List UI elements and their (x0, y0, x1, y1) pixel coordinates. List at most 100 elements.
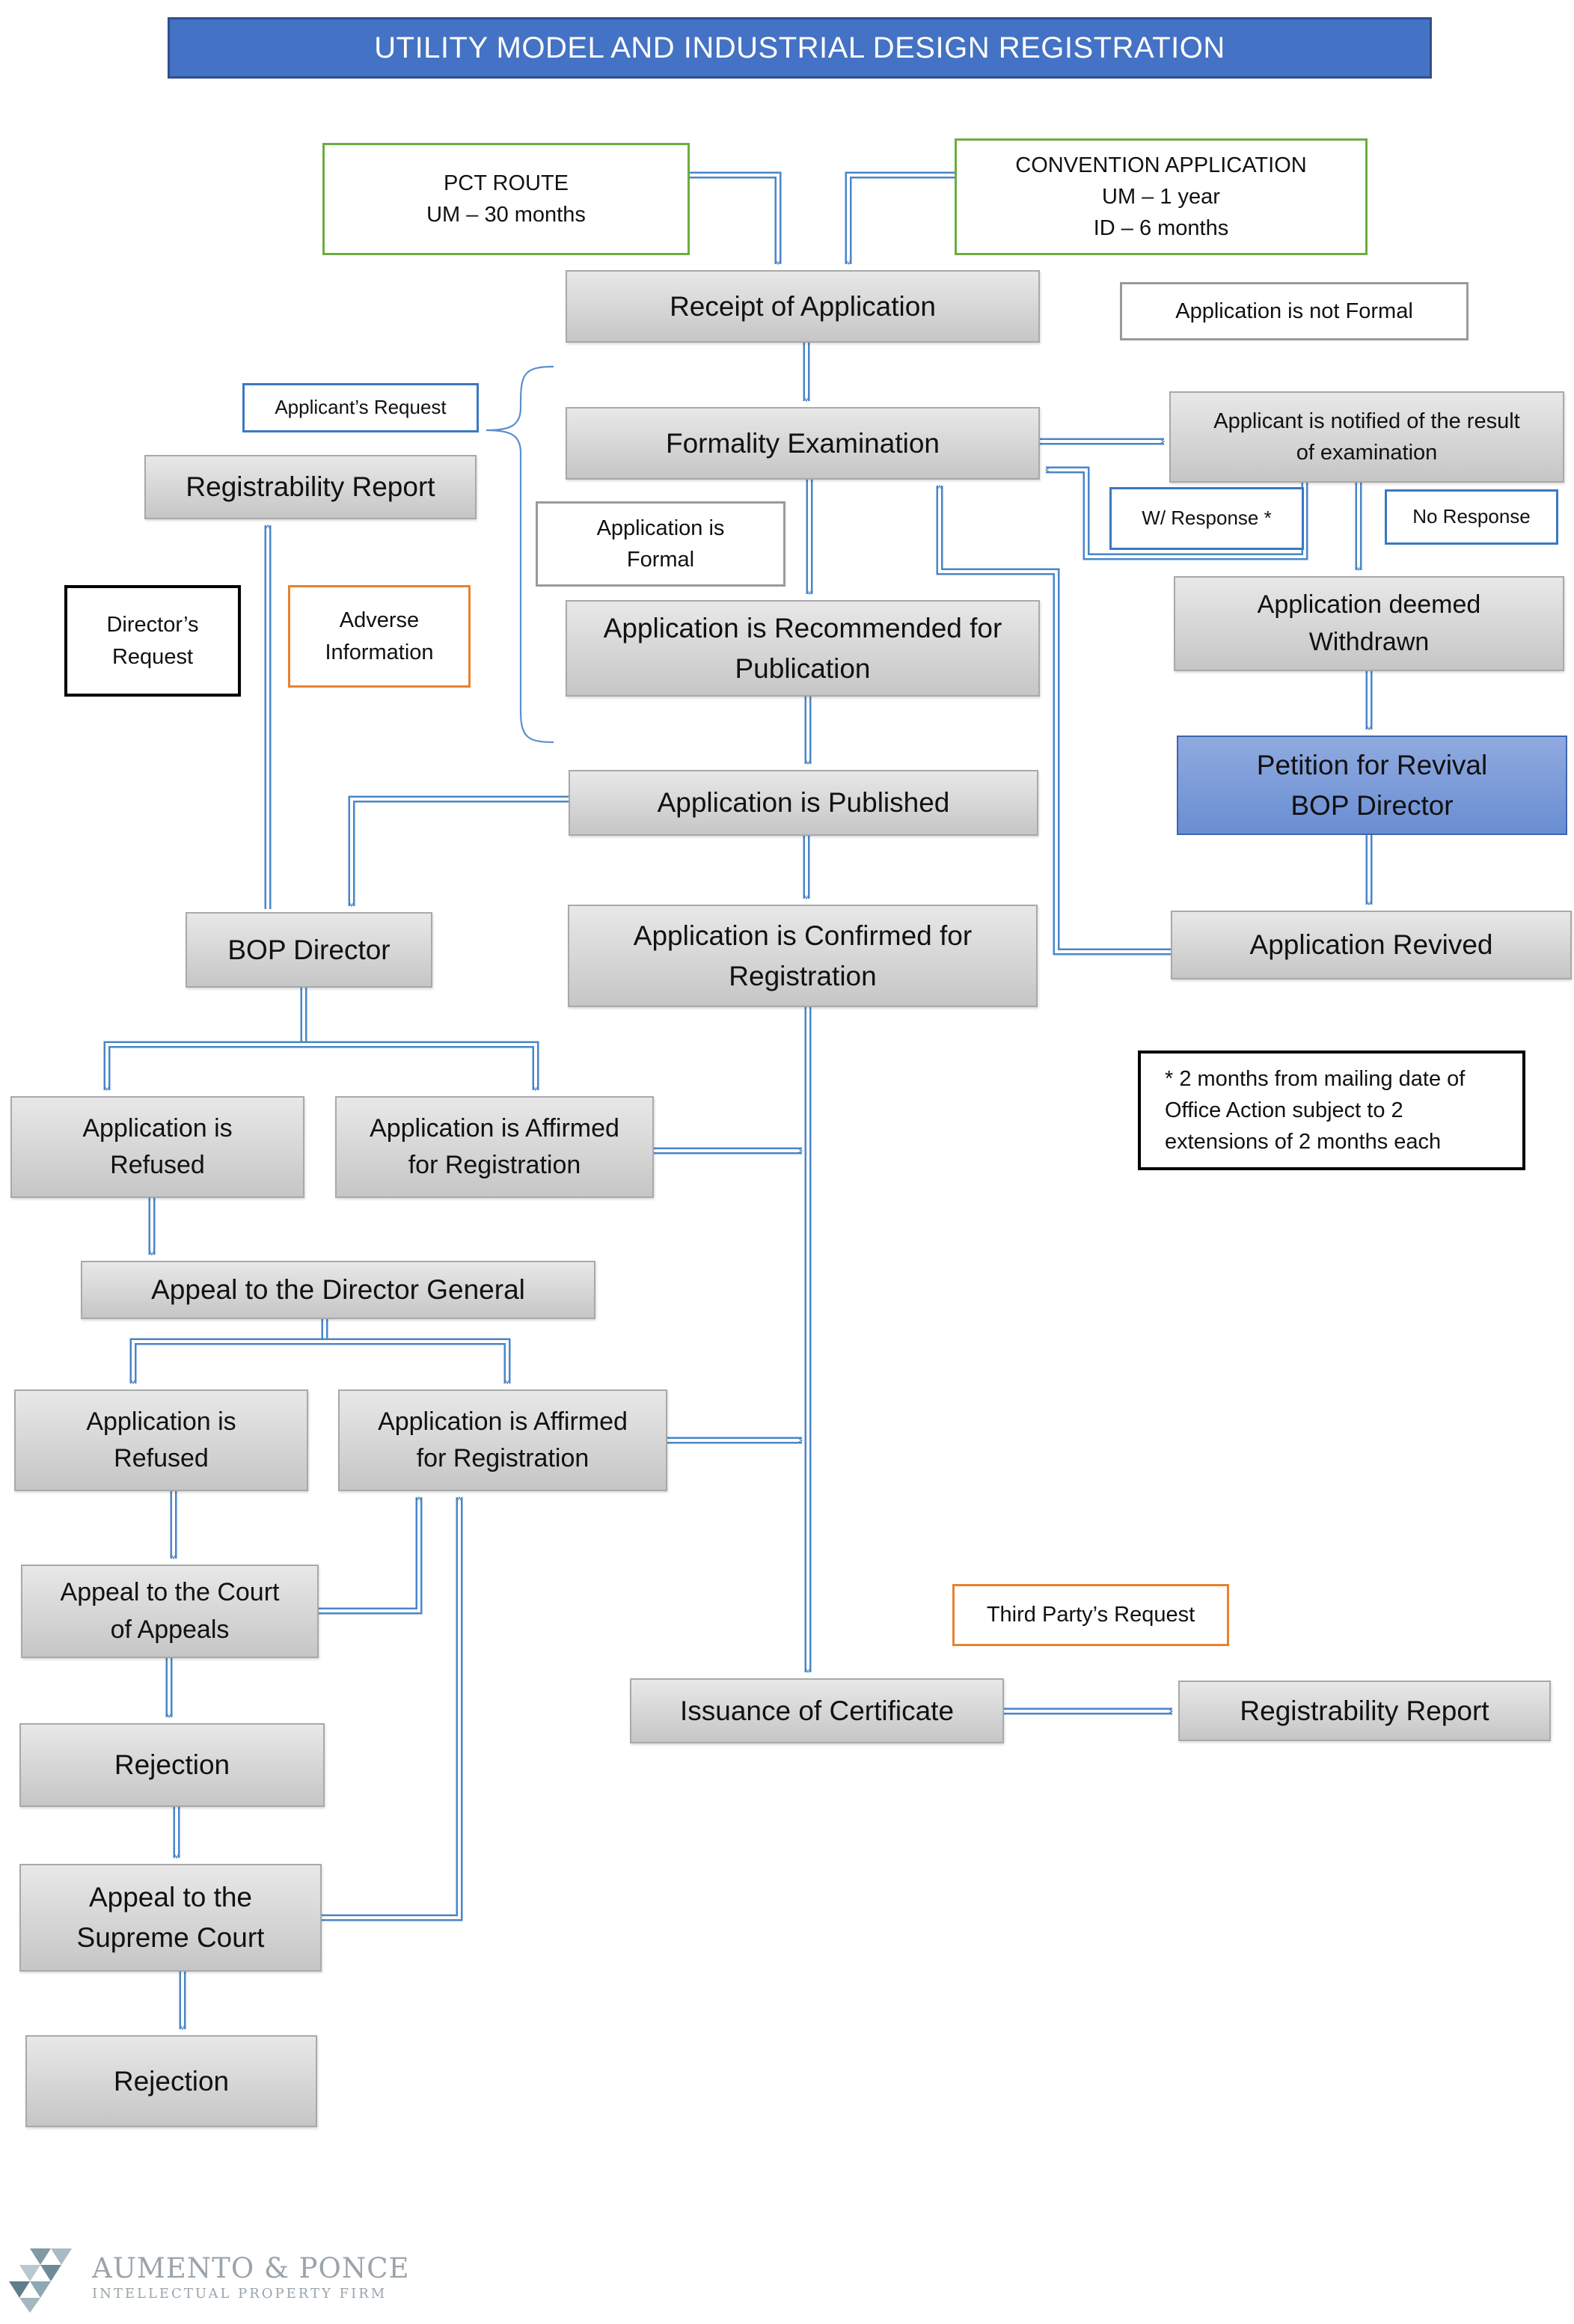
pct-to-receipt-connector (690, 171, 782, 264)
published-to-bop-connector (348, 795, 569, 906)
directors-request-text: Director’s Request (106, 613, 199, 669)
application-not-formal-box: Application is not Formal (1120, 282, 1469, 340)
footnote-box: * 2 months from mailing date of Office A… (1138, 1051, 1525, 1170)
firm-logo-text: AUMENTO & PONCE INTELLECTUAL PROPERTY FI… (92, 2252, 410, 2302)
applicants-request-text: Applicant’s Request (275, 396, 447, 419)
dg-to-affirmed2-connector-core (325, 1340, 509, 1383)
directors-request-box: Director’s Request (64, 585, 241, 697)
rejection-2-box: Rejection (25, 2035, 317, 2127)
receipt-of-application-box: Receipt of Application (566, 270, 1040, 343)
registrability-report-top-text: Registrability Report (186, 471, 435, 503)
application-revived-box: Application Revived (1171, 911, 1572, 979)
refused-1-box: Application is Refused (10, 1096, 304, 1198)
refused-1-text: Application is Refused (82, 1113, 233, 1179)
published-to-bop-arrowhead (352, 799, 569, 906)
confirmed-for-registration-box: Application is Confirmed for Registratio… (568, 905, 1038, 1007)
recommended-for-publication-text: Application is Recommended for Publicati… (603, 612, 1002, 684)
w-response-text: W/ Response * (1142, 507, 1272, 530)
affirmed-1-box: Application is Affirmed for Registration (335, 1096, 654, 1198)
sc-to-affirmed2-arrowhead (322, 1497, 459, 1918)
revived-to-formality-connector-core (938, 486, 1171, 953)
bop-to-refused-arrowhead (107, 1045, 304, 1090)
registrability-report-top-box: Registrability Report (144, 455, 477, 519)
appeal-supreme-court-text: Appeal to the Supreme Court (76, 1882, 265, 1953)
issuance-of-certificate-text: Issuance of Certificate (679, 1695, 955, 1726)
petition-for-revival-text: Petition for Revival BOP Director (1256, 749, 1488, 821)
refused-2-box: Application is Refused (14, 1389, 308, 1491)
firm-name: AUMENTO & PONCE (92, 2252, 410, 2284)
pct-route-text: PCT ROUTE UM – 30 months (426, 171, 586, 227)
rejection-2-text: Rejection (113, 2065, 230, 2097)
application-revived-text: Application Revived (1249, 929, 1493, 961)
pct-to-receipt-connector-core (690, 174, 780, 264)
sc-to-affirmed2-connector-core (322, 1497, 461, 1919)
firm-logo-icon (9, 2248, 72, 2313)
pct-to-receipt-arrowhead (690, 175, 778, 264)
appeal-supreme-court-box: Appeal to the Supreme Court (19, 1864, 322, 1972)
affirmed-2-box: Application is Affirmed for Registration (338, 1389, 667, 1491)
deemed-withdrawn-box: Application deemed Withdrawn (1174, 576, 1564, 671)
application-formal-text: Application is Formal (596, 516, 725, 572)
affirmed-1-text: Application is Affirmed for Registration (370, 1113, 619, 1179)
bop-to-affirmed-connector (304, 1041, 539, 1090)
no-response-text: No Response (1412, 505, 1531, 528)
rejection-1-text: Rejection (114, 1749, 230, 1781)
refused-2-text: Application is Refused (86, 1407, 236, 1473)
bop-to-refused-connector (103, 1041, 304, 1090)
dg-to-refused2-connector (129, 1338, 325, 1383)
bop-director-text: BOP Director (227, 934, 391, 965)
sc-to-affirmed2-connector (322, 1497, 463, 1921)
applicant-notified-box: Applicant is notified of the result of e… (1169, 391, 1564, 483)
petition-for-revival-box: Petition for Revival BOP Director (1177, 736, 1567, 835)
applicant-notified-text: Applicant is notified of the result of e… (1213, 409, 1520, 465)
firm-tagline: INTELLECTUAL PROPERTY FIRM (92, 2286, 388, 2302)
no-response-box: No Response (1385, 489, 1558, 545)
formality-examination-text: Formality Examination (665, 427, 940, 459)
w-response-box: W/ Response * (1109, 487, 1304, 550)
appeal-court-of-appeals-box: Appeal to the Court of Appeals (21, 1565, 319, 1658)
publication-brace (486, 365, 554, 744)
dg-to-refused2-connector-core (132, 1340, 325, 1383)
third-party-request-box: Third Party’s Request (952, 1584, 1229, 1646)
recommended-for-publication-box: Application is Recommended for Publicati… (566, 600, 1040, 697)
appeal-director-general-box: Appeal to the Director General (81, 1261, 595, 1319)
deemed-withdrawn-text: Application deemed Withdrawn (1257, 590, 1481, 656)
dg-to-refused2-arrowhead (133, 1342, 325, 1383)
convention-to-receipt-connector-core (847, 174, 955, 264)
applicants-request-box: Applicant’s Request (242, 383, 479, 432)
third-party-request-text: Third Party’s Request (986, 1603, 1195, 1627)
receipt-of-application-text: Receipt of Application (670, 290, 936, 322)
convention-to-receipt-connector (845, 171, 955, 264)
rejection-1-box: Rejection (19, 1723, 325, 1807)
published-to-bop-connector-core (350, 798, 569, 906)
appeal-court-of-appeals-text: Appeal to the Court of Appeals (60, 1578, 280, 1644)
application-formal-box: Application is Formal (536, 501, 786, 587)
convention-to-receipt-arrowhead (848, 175, 955, 264)
dg-to-affirmed2-connector (325, 1338, 511, 1383)
appeal-director-general-text: Appeal to the Director General (151, 1274, 525, 1306)
bop-to-affirmed-connector-core (304, 1043, 537, 1090)
application-not-formal-text: Application is not Formal (1175, 299, 1413, 323)
bop-to-affirmed-arrowhead (304, 1045, 536, 1090)
convention-application-text: CONVENTION APPLICATION UM – 1 year ID – … (1015, 153, 1307, 241)
application-published-text: Application is Published (657, 787, 950, 819)
ca-to-affirmed2-connector-core (319, 1497, 420, 1612)
confirmed-for-registration-text: Application is Confirmed for Registratio… (633, 920, 973, 991)
adverse-information-box: Adverse Information (288, 585, 471, 688)
issuance-of-certificate-box: Issuance of Certificate (630, 1678, 1004, 1743)
bop-director-box: BOP Director (186, 912, 432, 988)
registrability-report-bottom-text: Registrability Report (1240, 1695, 1489, 1726)
page-title: UTILITY MODEL AND INDUSTRIAL DESIGN REGI… (168, 17, 1432, 79)
registrability-report-bottom-box: Registrability Report (1178, 1681, 1551, 1741)
dg-to-affirmed2-arrowhead (325, 1342, 507, 1383)
pct-route-box: PCT ROUTE UM – 30 months (322, 143, 690, 255)
application-published-box: Application is Published (569, 770, 1038, 836)
footnote-text: * 2 months from mailing date of Office A… (1165, 1066, 1466, 1155)
formality-examination-box: Formality Examination (566, 407, 1040, 480)
adverse-information-text: Adverse Information (325, 608, 434, 664)
affirmed-2-text: Application is Affirmed for Registration (378, 1407, 628, 1473)
w-response-loop-connector-core (1046, 468, 1306, 558)
convention-application-box: CONVENTION APPLICATION UM – 1 year ID – … (955, 138, 1368, 255)
